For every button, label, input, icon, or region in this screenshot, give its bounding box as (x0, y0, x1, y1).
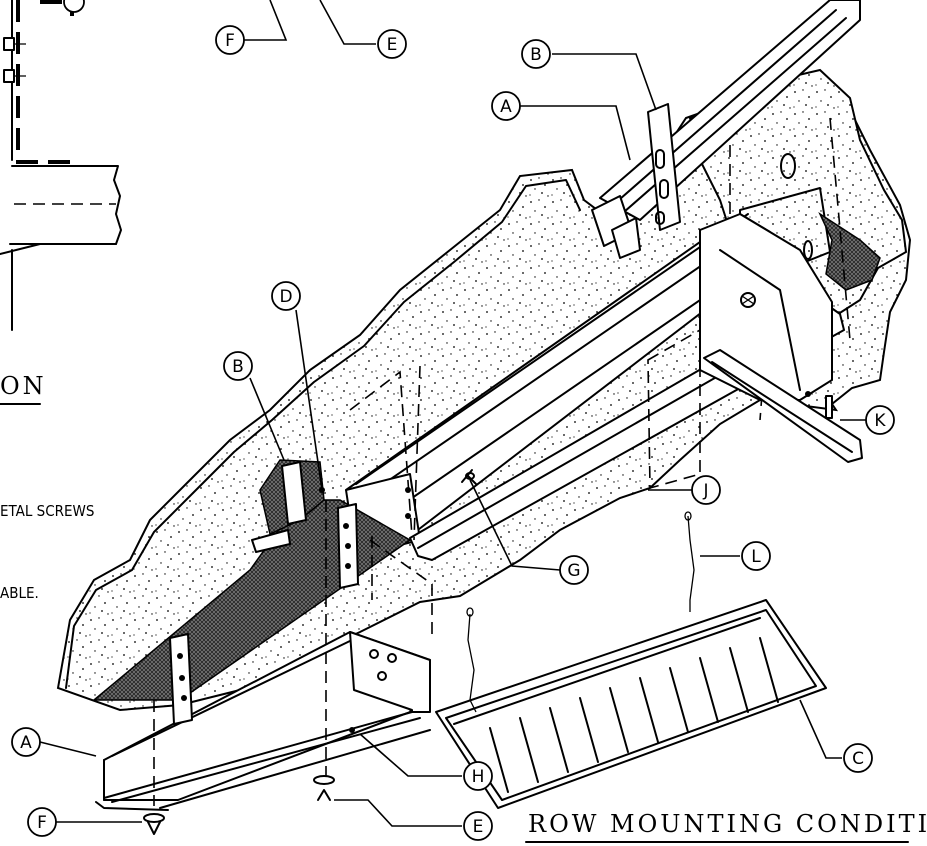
callout-B-top: B (521, 39, 551, 69)
svg-text:B: B (530, 45, 542, 65)
callout-F-top: F (215, 25, 245, 55)
lower-slot-diffuser (95, 461, 433, 835)
note-line-2: ABLE. (0, 584, 39, 602)
svg-text:K: K (874, 411, 886, 431)
diagram-title: ROW MOUNTING CONDITION (528, 810, 927, 838)
callout-A-bottom: A (11, 727, 41, 757)
svg-text:A: A (20, 733, 32, 753)
callout-J: J (691, 475, 721, 505)
svg-text:B: B (232, 357, 244, 377)
callout-D: D (271, 281, 301, 311)
svg-text:G: G (567, 561, 580, 581)
svg-text:E: E (473, 817, 484, 837)
callout-G: G (559, 555, 589, 585)
callout-K: K (865, 405, 895, 435)
callout-H: H (463, 761, 493, 791)
svg-text:H: H (472, 767, 485, 787)
note-line-1: ETAL SCREWS (0, 502, 94, 520)
svg-text:J: J (702, 481, 708, 501)
callout-A-top: A (491, 91, 521, 121)
left-section-detail (0, 0, 122, 331)
callout-E-top: E (377, 29, 407, 59)
callout-B-left: B (223, 351, 253, 381)
svg-text:E: E (387, 35, 398, 55)
callout-E-bottom: E (463, 811, 493, 841)
svg-text:C: C (852, 749, 864, 769)
callout-leaders (39, 0, 866, 827)
svg-text:F: F (37, 813, 47, 833)
svg-text:L: L (751, 547, 761, 567)
section-title-fragment: ON (0, 372, 47, 400)
callout-C: C (843, 743, 873, 773)
callout-L: L (741, 541, 771, 571)
callout-F-bottom: F (27, 807, 57, 837)
svg-text:A: A (500, 97, 512, 117)
svg-text:D: D (279, 287, 292, 307)
svg-text:F: F (225, 31, 235, 51)
angle-bracket-k (703, 349, 863, 463)
